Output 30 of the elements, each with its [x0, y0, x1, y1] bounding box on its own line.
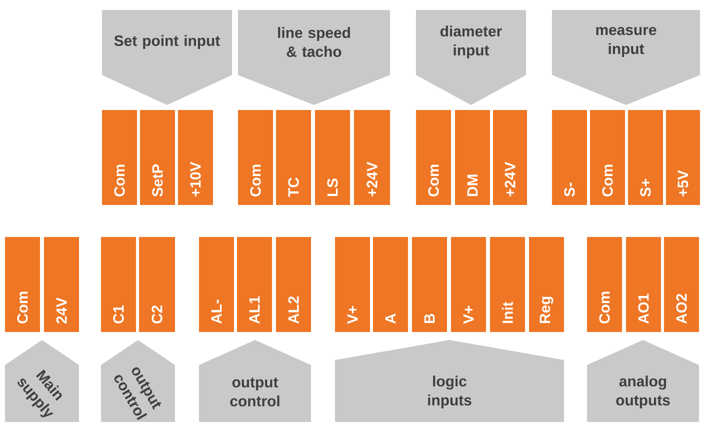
terminal-box: SetP [140, 110, 175, 205]
terminal-box: +5V [666, 110, 700, 205]
terminal-box: Com [102, 110, 137, 205]
terminal-box: S- [552, 110, 587, 205]
terminal-box: AL1 [237, 237, 272, 332]
terminal-box: TC [276, 110, 311, 205]
terminal-box: Com [587, 237, 622, 332]
terminal-box: C2 [139, 237, 175, 332]
terminal-box: C1 [101, 237, 136, 332]
terminal-box: AO1 [626, 237, 661, 332]
terminal-box: +10V [178, 110, 213, 205]
terminal-box: DM [455, 110, 490, 205]
terminal-box: Reg [529, 237, 564, 332]
terminal-box: +24V [493, 110, 527, 205]
terminal-box: 24V [44, 237, 79, 332]
terminal-box: LS [315, 110, 350, 205]
terminal-box: Com [5, 237, 40, 332]
terminal-box: V+ [335, 237, 370, 332]
terminal-box: Com [590, 110, 625, 205]
terminal-box: A [373, 237, 408, 332]
terminal-box: Com [238, 110, 273, 205]
terminal-box: +24V [354, 110, 390, 205]
terminal-box: AL- [199, 237, 234, 332]
terminal-box: Init [490, 237, 525, 332]
terminal-box: AO2 [664, 237, 699, 332]
terminal-box: B [412, 237, 447, 332]
terminal-box: S+ [628, 110, 663, 205]
terminal-box: AL2 [276, 237, 311, 332]
terminal-box: V+ [451, 237, 486, 332]
terminal-box: Com [416, 110, 451, 205]
